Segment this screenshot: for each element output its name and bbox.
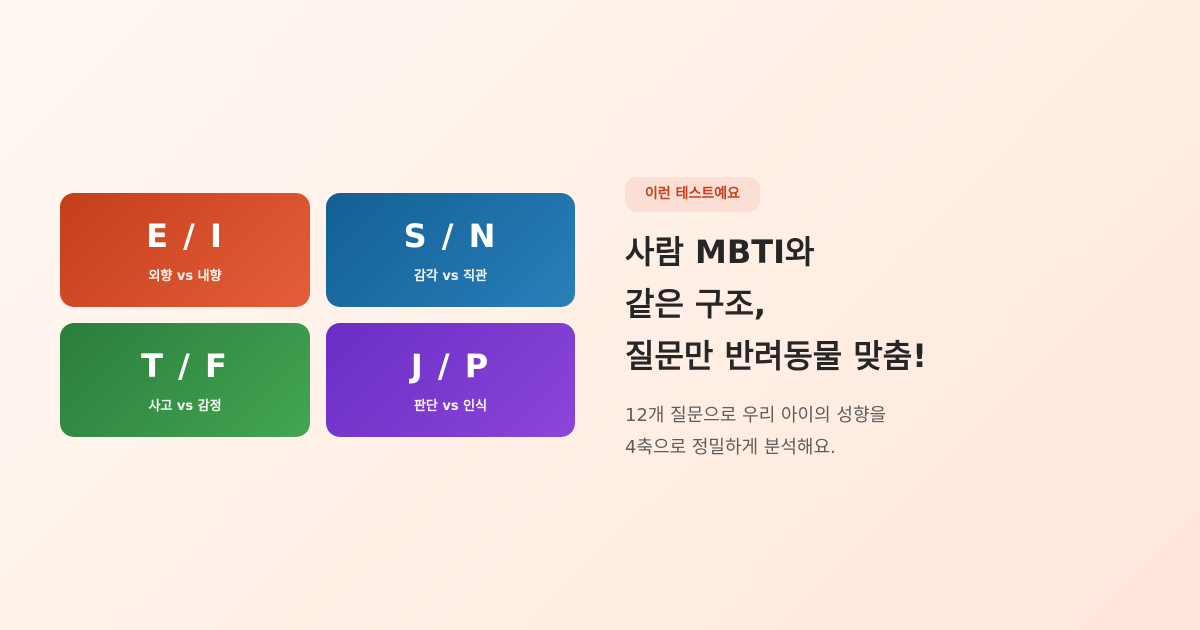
- card-subtitle: 감각 vs 직관: [413, 269, 488, 284]
- card-subtitle: 사고 vs 감정: [148, 399, 222, 414]
- headline-line: 질문만 반려동물 맞춤!: [625, 337, 927, 375]
- description: 12개 질문으로 우리 아이의 성향을 4축으로 정밀하게 분석해요.: [625, 400, 927, 464]
- description-line: 4축으로 정밀하게 분석해요.: [625, 437, 836, 458]
- card-title: S / N: [403, 217, 498, 255]
- headline-line: 사람 MBTI와: [625, 233, 815, 271]
- card-jp: J / P 판단 vs 인식: [326, 323, 575, 437]
- headline-line: 같은 구조,: [625, 285, 767, 323]
- card-subtitle: 판단 vs 인식: [413, 399, 488, 414]
- intro-section: 이런 테스트예요 사람 MBTI와 같은 구조, 질문만 반려동물 맞춤! 12…: [625, 177, 927, 464]
- card-sn: S / N 감각 vs 직관: [326, 193, 575, 307]
- card-title: T / F: [141, 347, 229, 385]
- card-title: E / I: [146, 217, 224, 255]
- mbti-axes-grid: E / I 외향 vs 내향 S / N 감각 vs 직관 T / F 사고 v…: [60, 193, 575, 437]
- headline: 사람 MBTI와 같은 구조, 질문만 반려동물 맞춤!: [625, 226, 927, 382]
- card-title: J / P: [410, 347, 491, 385]
- description-line: 12개 질문으로 우리 아이의 성향을: [625, 405, 887, 426]
- card-tf: T / F 사고 vs 감정: [60, 323, 310, 437]
- card-subtitle: 외향 vs 내향: [148, 269, 222, 284]
- intro-badge: 이런 테스트예요: [625, 177, 761, 212]
- card-ei: E / I 외향 vs 내향: [60, 193, 310, 307]
